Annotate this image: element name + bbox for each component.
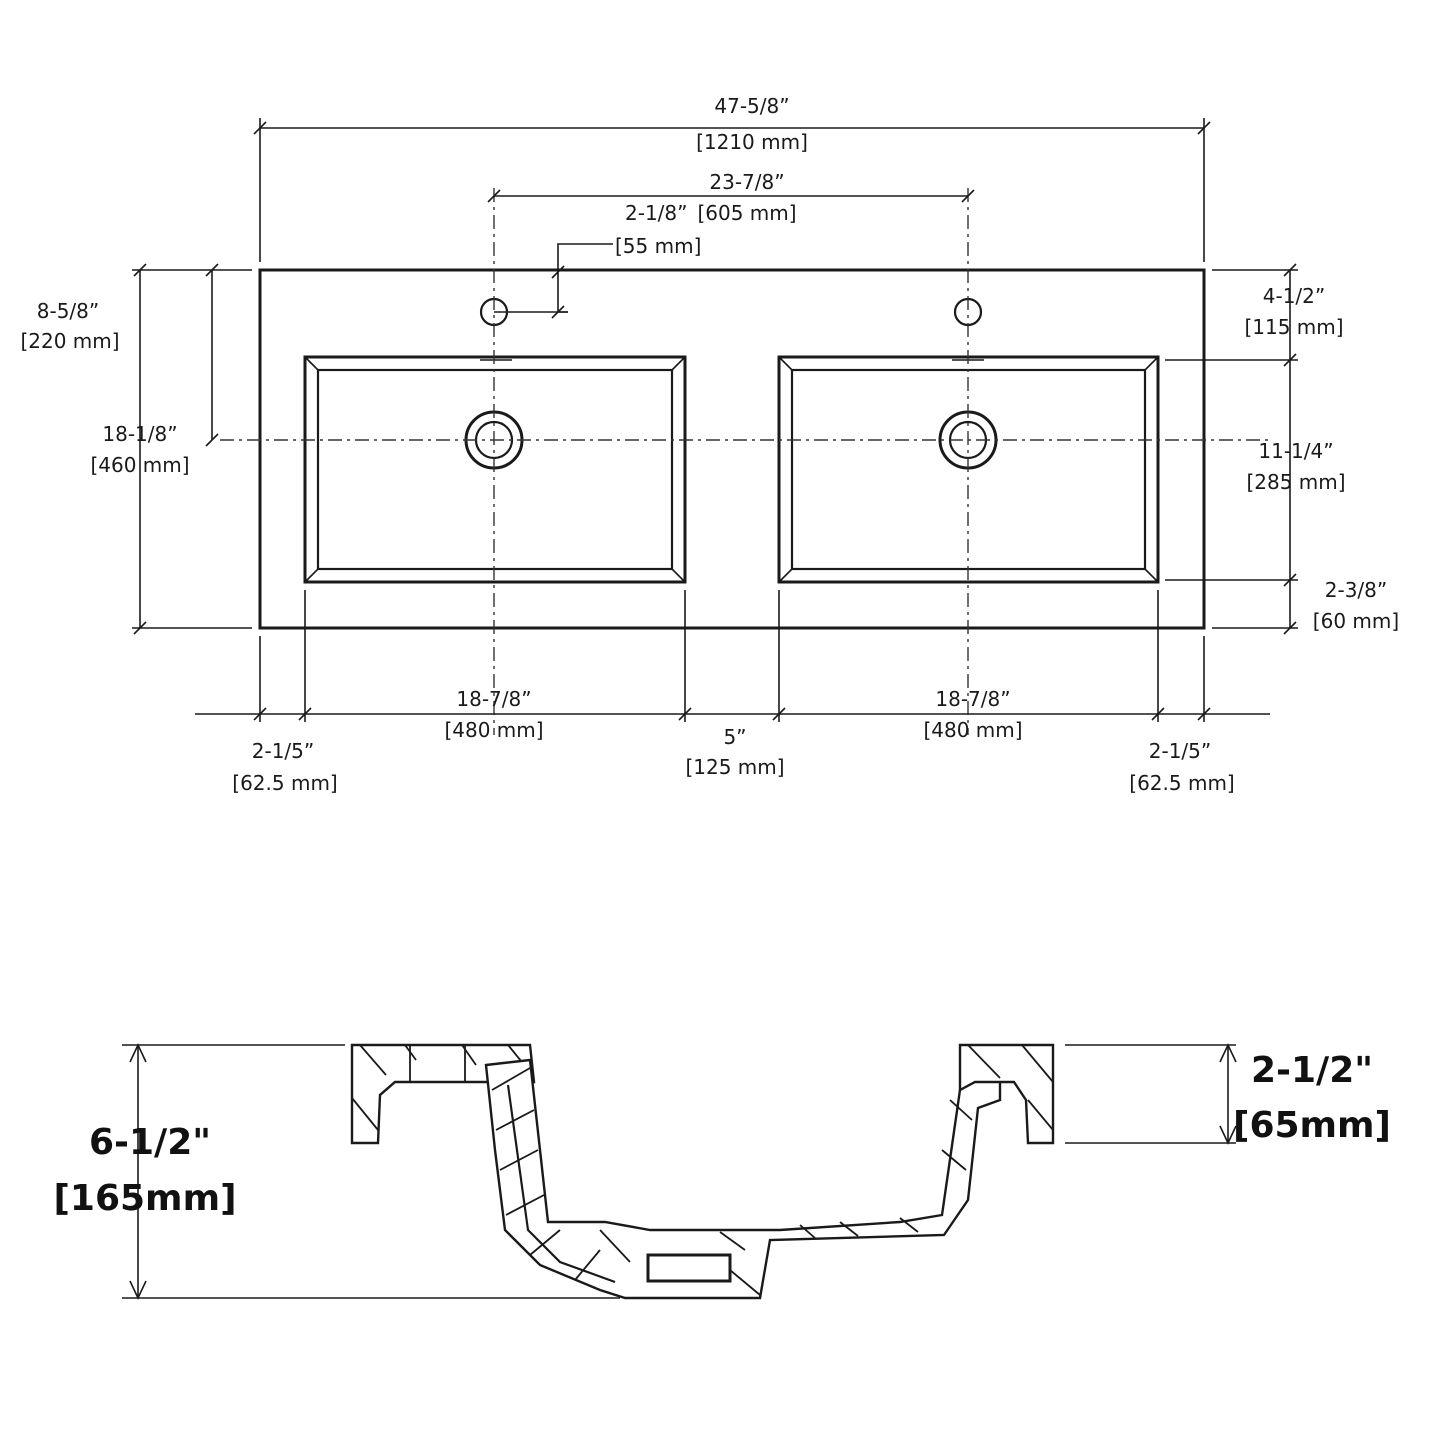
dimension-lines [133,121,1297,721]
bowl-wall-section [484,1058,1002,1300]
total-height-mm: [165mm] [53,1178,236,1219]
drain-depth-mm: [220 mm] [20,329,119,353]
rim-height-mm: [65mm] [1233,1105,1391,1146]
bowl-depth-in: 11-1/4” [1258,439,1333,463]
bowl-left-width-mm: [480 mm] [444,718,543,742]
center-spacing-in: 23-7/8” [709,170,784,194]
section-dimension-lines [122,1043,1237,1300]
extension-lines [132,118,1298,722]
side-right-mm: [62.5 mm] [1129,771,1234,795]
countertop-outline [258,268,1206,630]
back-margin-mm: [115 mm] [1244,315,1343,339]
faucet-offset-mm: [55 mm] [615,234,701,258]
center-lines [220,188,1270,735]
bowl-right-width-in: 18-7/8” [935,687,1010,711]
side-left-in: 2-1/5” [252,739,315,763]
back-margin-in: 4-1/2” [1263,284,1326,308]
rim-height-in: 2-1/2" [1251,1050,1373,1091]
top-view: 47-5/8” [1210 mm] 23-7/8” [605 mm] 2-1/8… [20,94,1399,795]
faucet-offset-in: 2-1/8” [625,201,688,225]
drain-depth-in: 8-5/8” [37,299,100,323]
section-view: 6-1/2" [165mm] 2-1/2" [65mm] [53,1043,1391,1300]
dimension-labels: 47-5/8” [1210 mm] 23-7/8” [605 mm] 2-1/8… [20,94,1399,795]
bowl-right-width-mm: [480 mm] [923,718,1022,742]
front-margin-mm: [60 mm] [1313,609,1399,633]
overall-width-in: 47-5/8” [714,94,789,118]
right-rim-section [958,1043,1055,1145]
drain-hub-icon [646,1253,732,1283]
side-right-in: 2-1/5” [1149,739,1212,763]
overall-width-mm: [1210 mm] [696,130,808,154]
gap-in: 5” [723,725,746,749]
gap-mm: [125 mm] [685,755,784,779]
front-margin-in: 2-3/8” [1325,578,1388,602]
overall-depth-in: 18-1/8” [102,422,177,446]
bowl-depth-mm: [285 mm] [1246,470,1345,494]
side-left-mm: [62.5 mm] [232,771,337,795]
center-spacing-mm: [605 mm] [697,201,796,225]
overall-depth-mm: [460 mm] [90,453,189,477]
bowl-left-width-in: 18-7/8” [456,687,531,711]
total-height-in: 6-1/2" [89,1122,211,1163]
